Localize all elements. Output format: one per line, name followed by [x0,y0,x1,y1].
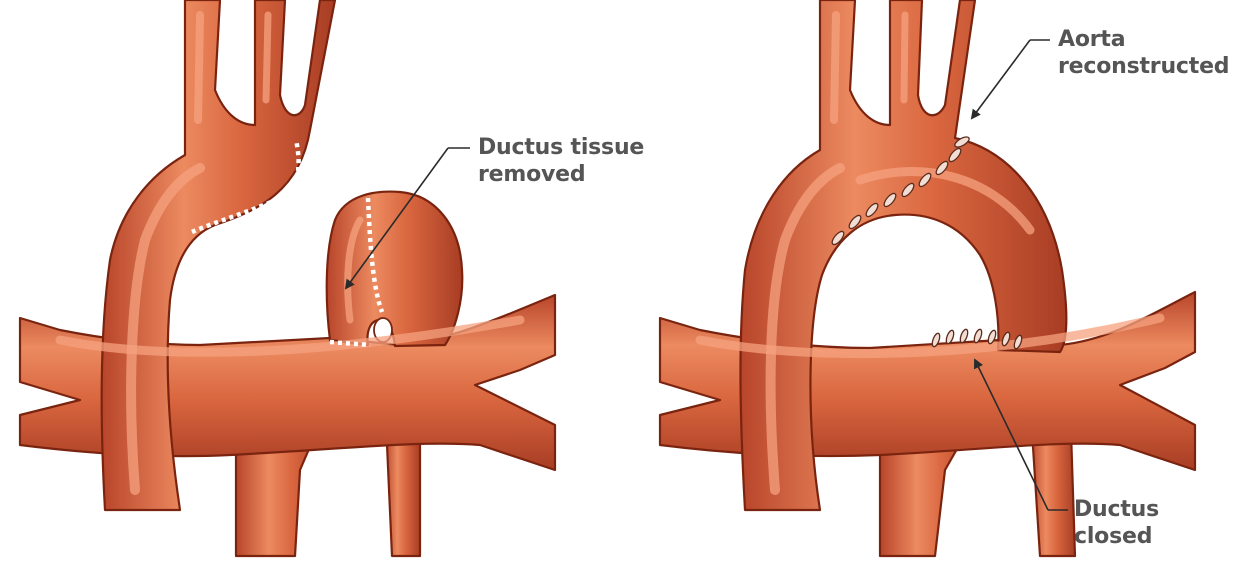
right-panel-after [660,0,1195,556]
label-aorta-line1: Aorta [1058,26,1229,53]
label-ductus-tissue-removed: Ductus tissue removed [478,134,644,188]
left-pulmonary-artery [20,295,555,470]
label-ductus-removed-line2: removed [478,161,644,188]
label-ductus-removed-line1: Ductus tissue [478,134,644,161]
label-aorta-reconstructed: Aorta reconstructed [1058,26,1229,80]
pointer-aorta-reconstructed [972,40,1030,118]
label-aorta-line2: reconstructed [1058,53,1229,80]
left-panel-before [20,0,555,556]
label-ductus-closed: Ductus closed [1074,496,1241,550]
